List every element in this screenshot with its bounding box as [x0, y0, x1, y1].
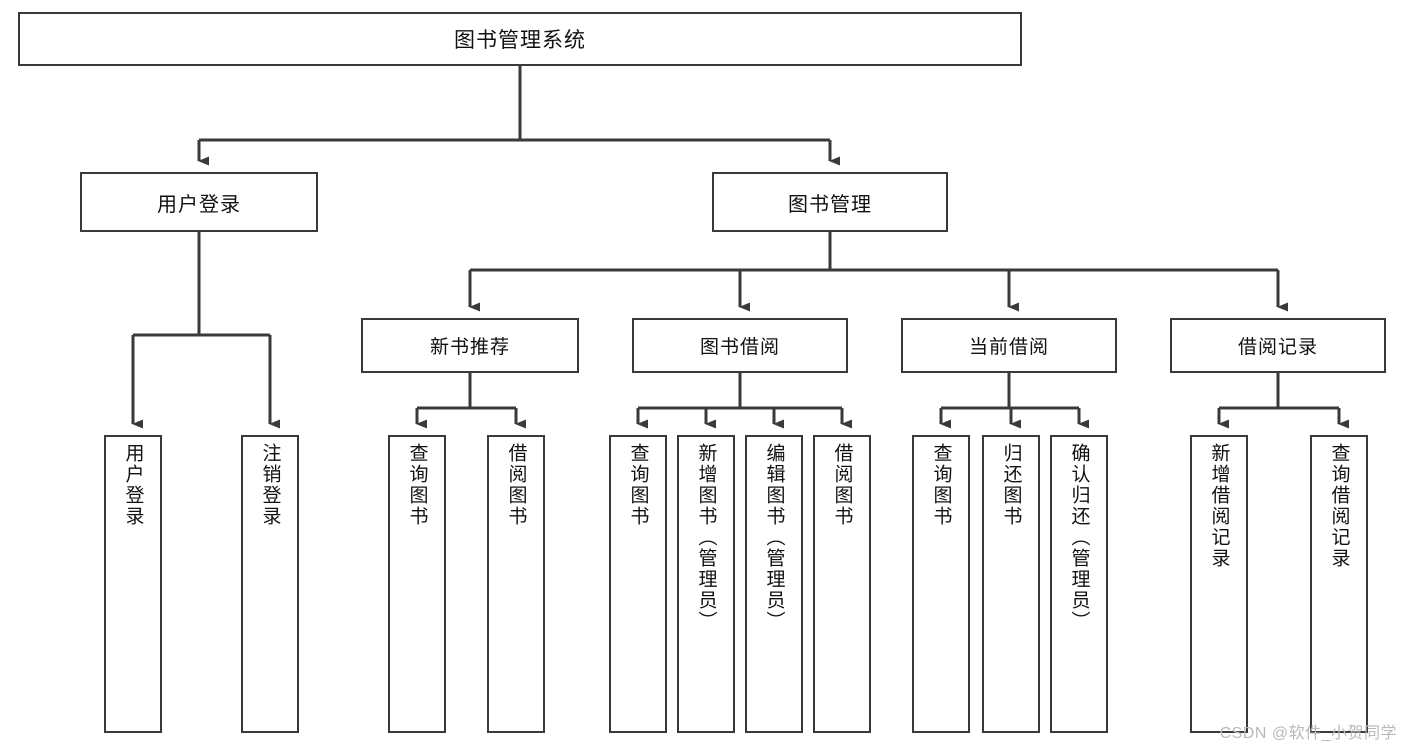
- leaf-return-book[interactable]: 归还图书: [982, 435, 1040, 733]
- leaf-query-book-borrow-label: 查询图书: [627, 443, 649, 527]
- leaf-add-borrow-record[interactable]: 新增借阅记录: [1190, 435, 1248, 733]
- leaf-user-login-label: 用户登录: [122, 443, 144, 527]
- node-current-borrow-label: 当前借阅: [968, 337, 1049, 358]
- leaf-query-borrow-record-label: 查询借阅记录: [1328, 443, 1350, 569]
- leaf-edit-book-admin-label: 编辑图书（管理员）: [763, 443, 785, 632]
- leaf-query-book-current[interactable]: 查询图书: [912, 435, 970, 733]
- leaf-edit-book-admin[interactable]: 编辑图书（管理员）: [745, 435, 803, 733]
- node-borrow-record-label: 借阅记录: [1237, 337, 1318, 358]
- leaf-logout[interactable]: 注销登录: [241, 435, 299, 733]
- leaf-query-book-current-label: 查询图书: [930, 443, 952, 527]
- leaf-add-borrow-record-label: 新增借阅记录: [1208, 443, 1230, 569]
- watermark-text: CSDN @软件_小贺同学: [1219, 725, 1397, 742]
- node-user-login[interactable]: 用户登录: [80, 172, 318, 232]
- leaf-user-login[interactable]: 用户登录: [104, 435, 162, 733]
- leaf-borrow-book-label: 借阅图书: [831, 443, 853, 527]
- leaf-confirm-return-admin-label: 确认归还（管理员）: [1068, 443, 1090, 632]
- leaf-query-borrow-record[interactable]: 查询借阅记录: [1310, 435, 1368, 733]
- leaf-confirm-return-admin[interactable]: 确认归还（管理员）: [1050, 435, 1108, 733]
- leaf-query-book-newbook-label: 查询图书: [406, 443, 428, 527]
- node-new-book-recommend-label: 新书推荐: [429, 337, 510, 358]
- leaf-return-book-label: 归还图书: [1000, 443, 1022, 527]
- node-borrow-record[interactable]: 借阅记录: [1170, 318, 1386, 373]
- node-book-borrow[interactable]: 图书借阅: [632, 318, 848, 373]
- node-new-book-recommend[interactable]: 新书推荐: [361, 318, 579, 373]
- node-root-label: 图书管理系统: [454, 29, 586, 52]
- node-book-management[interactable]: 图书管理: [712, 172, 948, 232]
- node-current-borrow[interactable]: 当前借阅: [901, 318, 1117, 373]
- node-book-borrow-label: 图书借阅: [699, 337, 780, 358]
- leaf-borrow-book[interactable]: 借阅图书: [813, 435, 871, 733]
- leaf-add-book-admin-label: 新增图书（管理员）: [695, 443, 717, 632]
- node-user-login-label: 用户登录: [157, 193, 241, 216]
- leaf-borrow-book-newbook-label: 借阅图书: [505, 443, 527, 527]
- leaf-logout-label: 注销登录: [259, 443, 281, 527]
- leaf-add-book-admin[interactable]: 新增图书（管理员）: [677, 435, 735, 733]
- node-book-management-label: 图书管理: [788, 193, 872, 216]
- node-root[interactable]: 图书管理系统: [18, 12, 1022, 66]
- leaf-borrow-book-newbook[interactable]: 借阅图书: [487, 435, 545, 733]
- leaf-query-book-borrow[interactable]: 查询图书: [609, 435, 667, 733]
- leaf-query-book-newbook[interactable]: 查询图书: [388, 435, 446, 733]
